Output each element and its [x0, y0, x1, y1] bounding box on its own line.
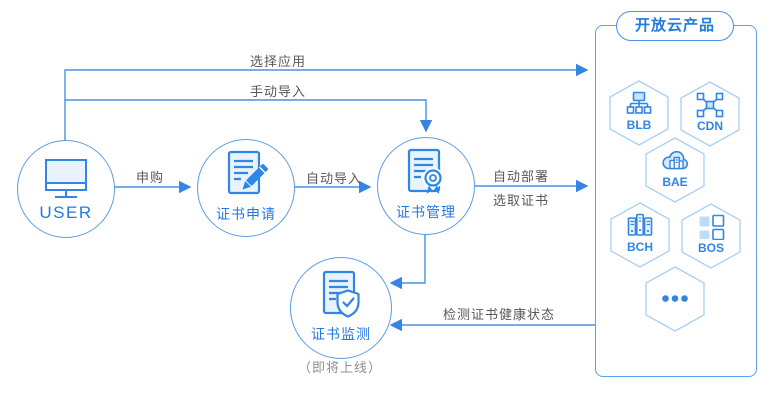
product-hex-bch: BCH [609, 202, 671, 268]
edge-health-check-label: 检测证书健康状态 [442, 307, 555, 322]
product-hex-more [644, 266, 706, 332]
product-label-bae: BAE [662, 175, 688, 189]
server-rack-icon [627, 213, 653, 236]
document-ribbon-icon [407, 148, 444, 194]
panel-title: 开放云产品 [616, 11, 734, 41]
product-label-blb: BLB [626, 118, 652, 132]
document-shield-icon [322, 270, 360, 318]
product-label-cdn: CDN [697, 119, 723, 133]
edge-manual-import-label: 手动导入 [249, 84, 306, 99]
document-pencil-icon [227, 150, 268, 195]
hexagon-shape [681, 203, 741, 269]
product-hex-bos: BOS [680, 203, 742, 269]
edge-select-app-label: 选择应用 [249, 54, 306, 69]
hexagon-shape [680, 81, 740, 147]
product-hex-blb: BLB [608, 80, 670, 146]
node-cert-manage-label: 证书管理 [396, 204, 456, 220]
edge-auto-deploy-label-line1: 自动部署 [492, 169, 549, 184]
node-cert-apply-label: 证书申请 [216, 206, 276, 222]
cloud-building-icon [662, 150, 689, 170]
node-cert-manage: 证书管理 [377, 137, 475, 235]
edge-select-app-line [64, 63, 589, 141]
product-hex-bae: BAE [644, 137, 706, 203]
product-label-bch: BCH [627, 240, 653, 254]
hexagon-shape [645, 137, 705, 203]
node-cert-monitor: 证书监测 [290, 257, 392, 359]
load-balancer-icon [626, 91, 652, 114]
edge-auto-import-label: 自动导入 [305, 171, 362, 186]
coming-soon-note: （即将上线） [297, 360, 382, 375]
product-hex-cdn: CDN [679, 81, 741, 147]
storage-blocks-icon [699, 214, 725, 240]
product-label-bos: BOS [697, 241, 724, 255]
edge-manual-import-line [65, 99, 433, 133]
edge-manage-to-monitor-line [389, 234, 426, 290]
ellipsis-icon [662, 295, 688, 302]
monitor-icon [45, 159, 87, 198]
cdn-network-icon [696, 92, 724, 118]
node-user: USER [17, 140, 115, 238]
edge-purchase-label: 申购 [135, 170, 164, 185]
edge-auto-deploy-label-line2: 选取证书 [492, 193, 549, 208]
node-cert-apply: 证书申请 [197, 139, 295, 237]
node-cert-monitor-label: 证书监测 [311, 326, 371, 342]
node-user-label: USER [39, 203, 93, 222]
